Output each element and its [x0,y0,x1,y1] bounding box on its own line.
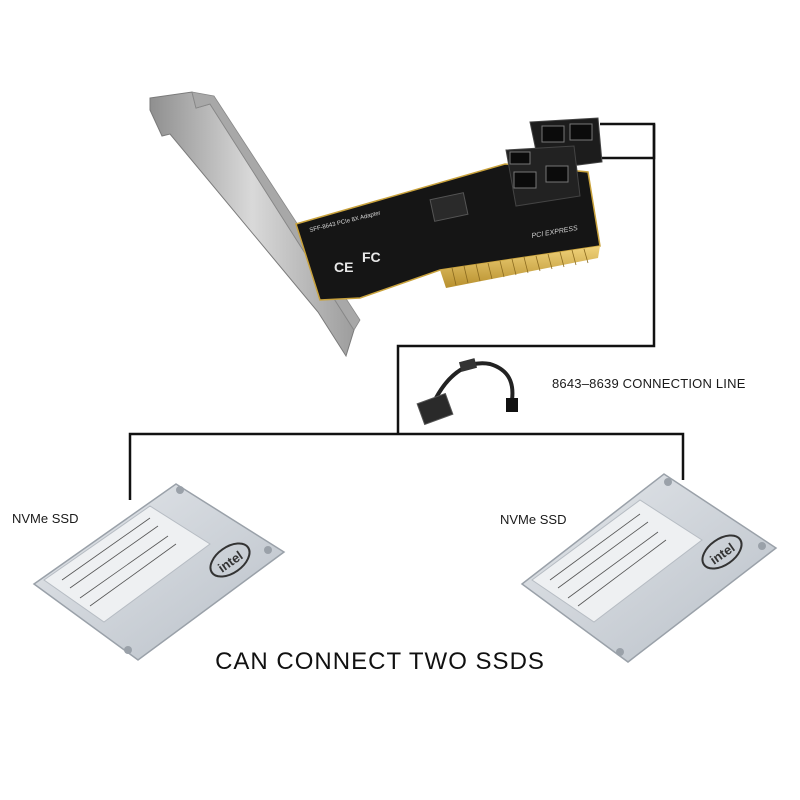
card-ce-mark: CE [334,259,353,275]
ssd-right-label: NVMe SSD [500,512,567,527]
cable-power-plug [506,398,518,412]
ssd-right-screw [616,648,624,656]
port-bracket-line [600,122,656,160]
ssd-left-sticker-lines [61,517,177,607]
card-chip [429,192,469,222]
ssd-right: intel [520,473,778,663]
trunk-line [396,124,656,434]
cable-label: 8643–8639 CONNECTION LINE [552,376,746,391]
ssd-right-intel-logo [701,534,743,570]
cable-plug-8643 [458,358,478,372]
gold-fingers [440,246,600,288]
ssd-left-label-sticker [43,505,211,623]
ssd-left-screw [264,546,272,554]
ssd-right-screw [758,542,766,550]
cable-plug-8639 [416,392,454,426]
pcie-adapter-card: SFF-8643 PCIe 8X Adapter CE FC PCI EXPRE… [149,91,603,358]
branch-line [128,432,685,500]
ssd-right-sticker-lines [549,513,667,607]
card-fc-mark: FC [362,249,381,265]
ssd-right-screw [664,478,672,486]
sff8643-port-bottom [505,145,581,207]
ssd-left-screw [176,486,184,494]
ssd-right-label-sticker [531,499,703,623]
ssd-left-screw [124,646,132,654]
diagram-caption: CAN CONNECT TWO SSDS [215,648,545,675]
connection-cable [416,358,518,426]
ssd-left-intel-logo [209,542,251,578]
connection-lines [128,122,685,500]
gold-finger-ticks [451,248,589,286]
ssd-left-label: NVMe SSD [12,511,79,526]
ssd-left: intel [32,483,286,661]
